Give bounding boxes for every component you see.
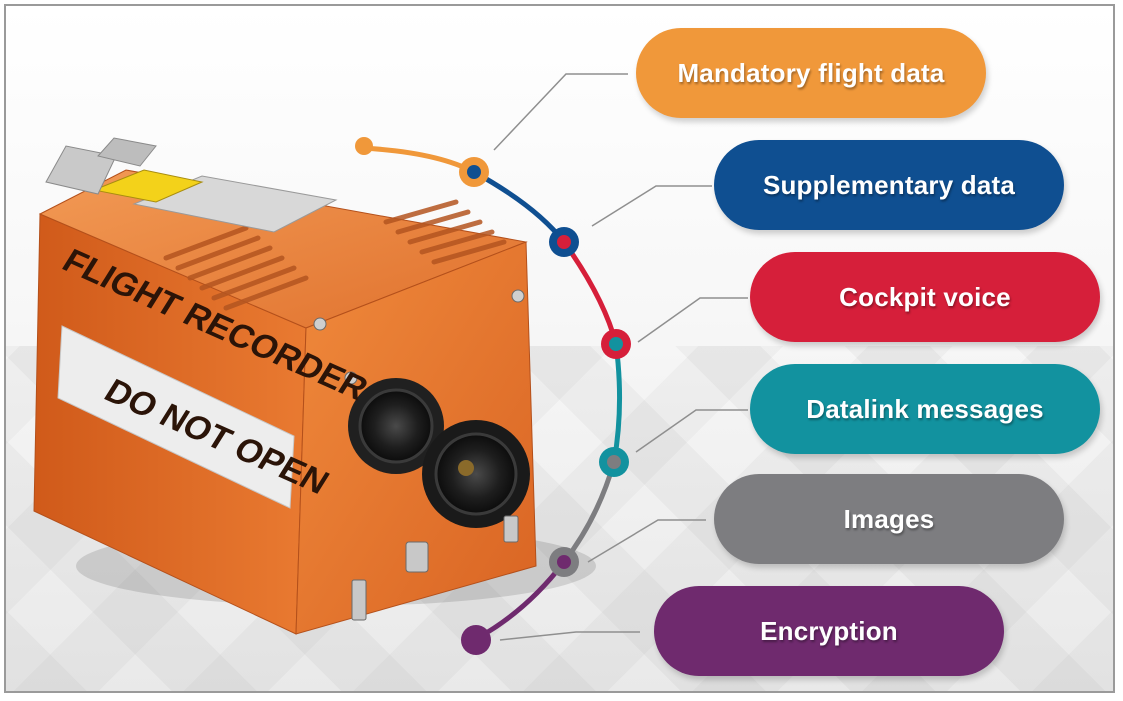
label-cockpit-voice: Cockpit voice (750, 252, 1100, 342)
node-start (355, 137, 373, 155)
label-datalink-messages: Datalink messages (750, 364, 1100, 454)
flight-recorder-device (33, 137, 537, 635)
label-supplementary-data: Supplementary data (714, 140, 1064, 230)
label-mandatory-flight-data: Mandatory flight data (636, 28, 986, 118)
node-encryption (461, 625, 491, 655)
arc-segment-datalink (611, 341, 623, 465)
label-encryption: Encryption (654, 586, 1004, 676)
connector-right (422, 420, 530, 528)
diagram-frame: FLIGHT RECORDER DO NOT OPEN (4, 4, 1115, 693)
arc-segment-mandatory (359, 145, 477, 175)
arc-segment-images (561, 459, 617, 565)
label-images: Images (714, 474, 1064, 564)
connector-left (348, 378, 444, 474)
arc-nodes (355, 137, 631, 655)
arc-segment-cockpit (561, 239, 619, 347)
leader-lines (493, 73, 748, 641)
diagram-art: FLIGHT RECORDER DO NOT OPEN (33, 73, 748, 655)
